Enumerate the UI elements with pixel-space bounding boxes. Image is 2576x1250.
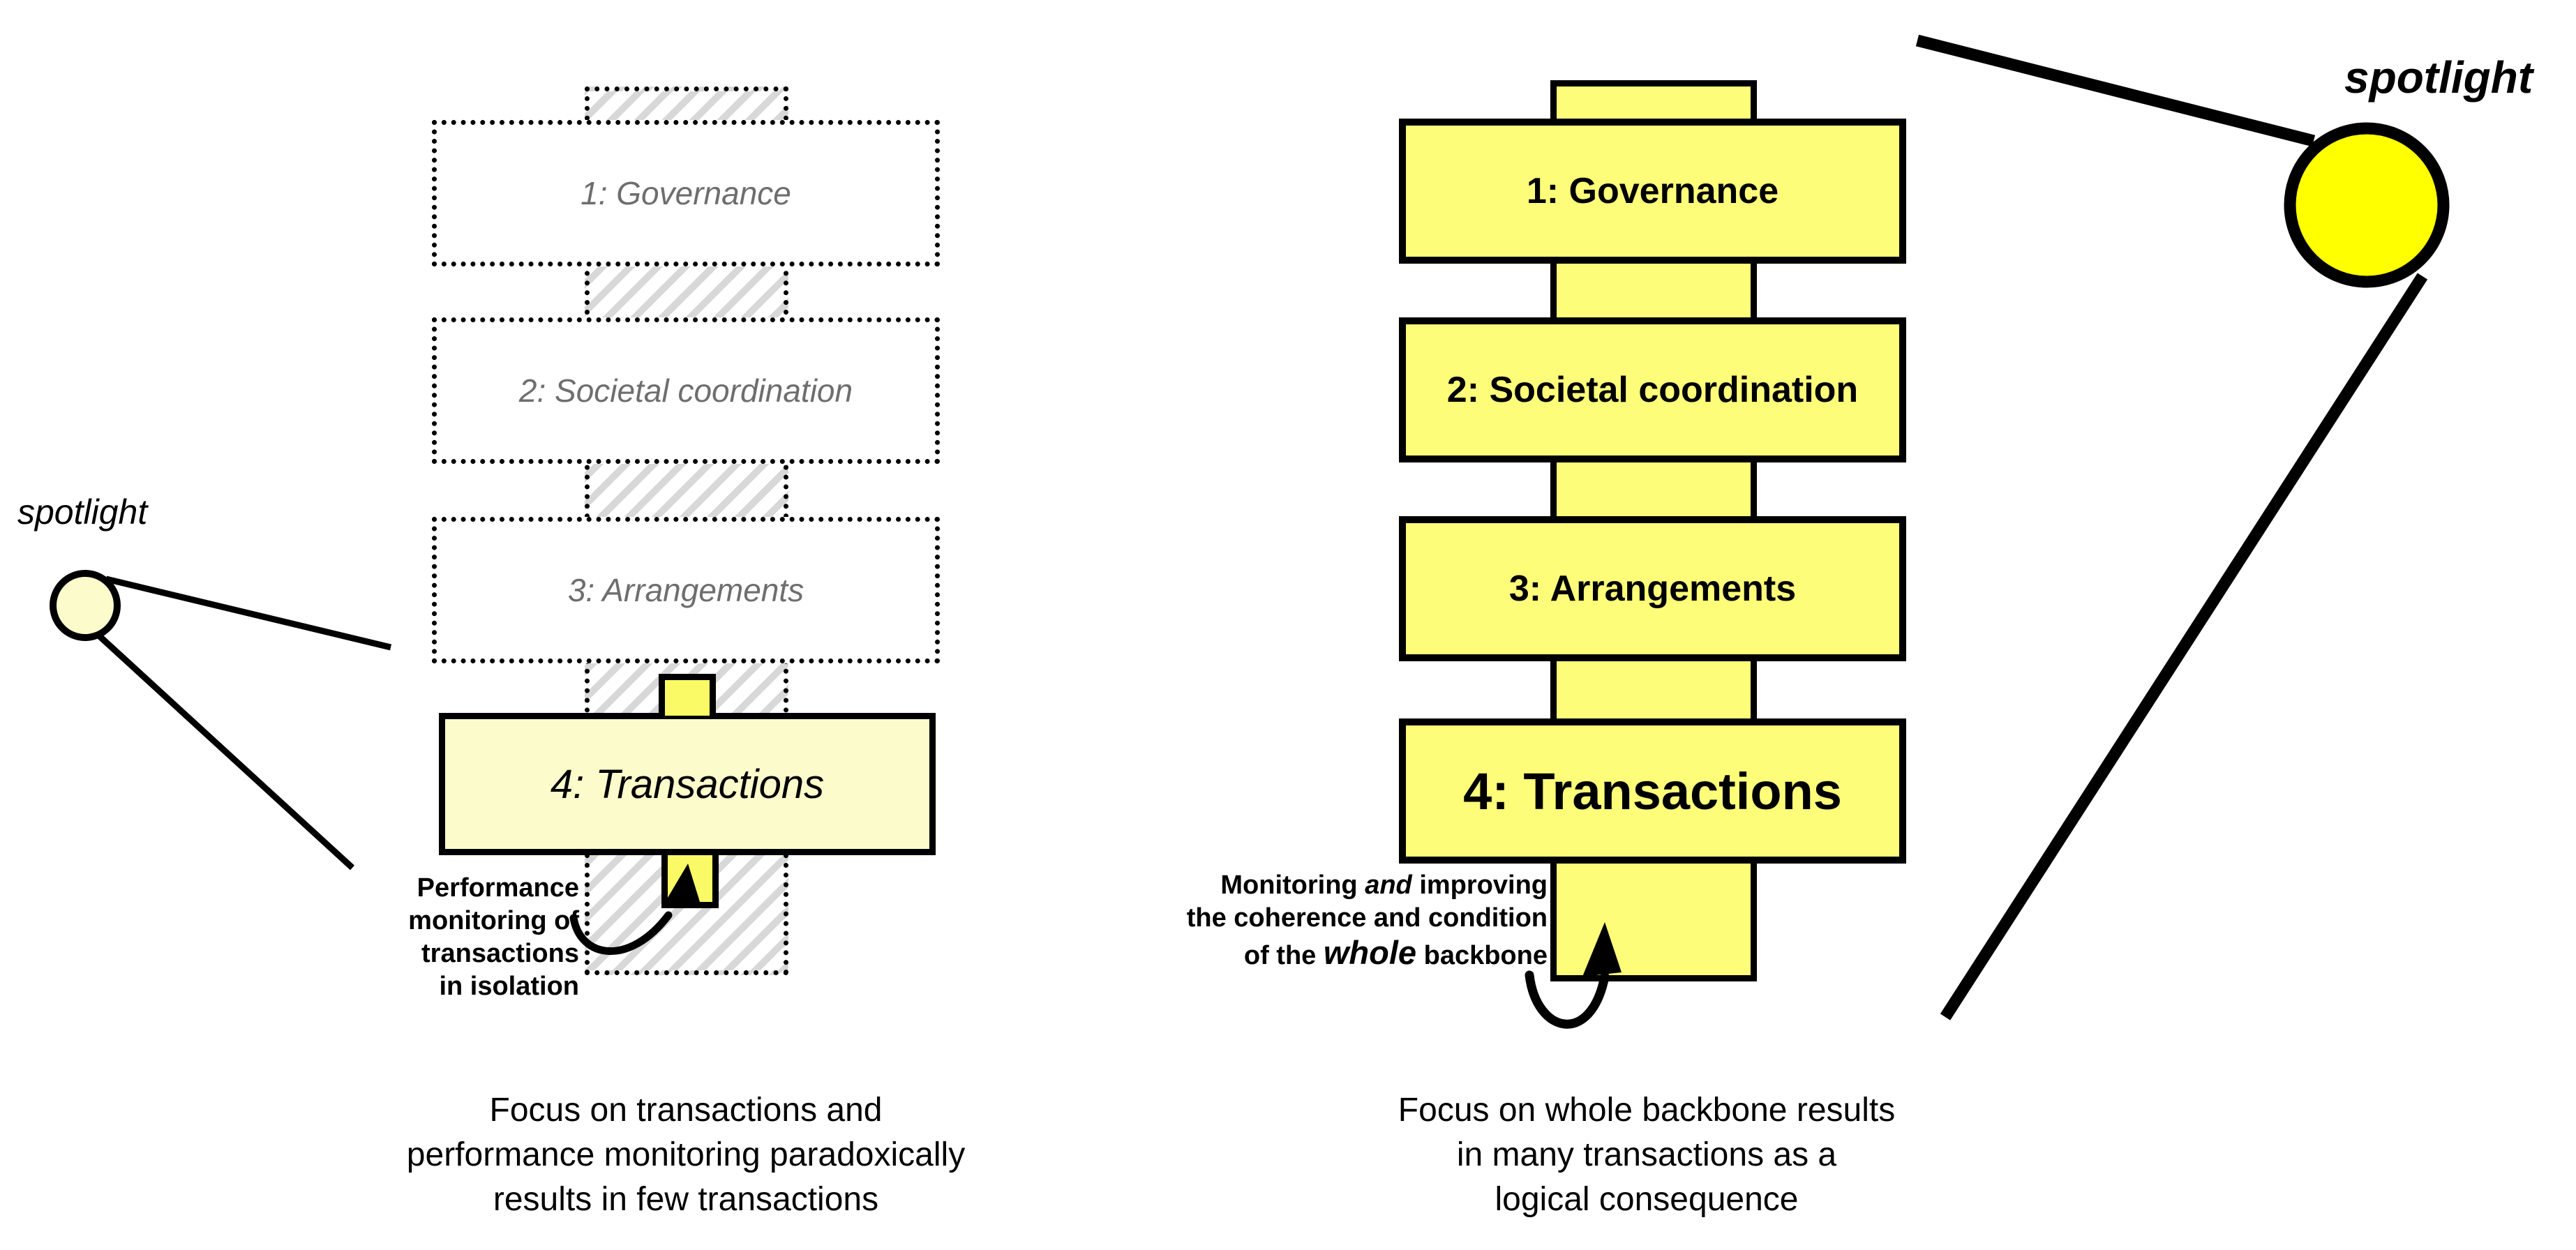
left-annotation-line: in isolation: [439, 972, 579, 1001]
right-box-governance-label: 1: Governance: [1526, 171, 1779, 211]
left-caption-line: performance monitoring paradoxically: [406, 1136, 966, 1173]
right-annotation-whole-italic: whole: [1323, 934, 1417, 971]
left-caption-line: results in few transactions: [493, 1181, 879, 1218]
left-caption-line: Focus on transactions and: [489, 1092, 883, 1129]
right-annotation-line: the coherence and condition: [1186, 903, 1548, 933]
right-annotation-text: Monitoring: [1220, 871, 1365, 900]
left-backbone-stub-above-transactions: [659, 674, 716, 716]
left-box-societal-coordination: 2: Societal coordination: [432, 317, 940, 464]
right-box-societal-coordination-label: 2: Societal coordination: [1446, 370, 1859, 410]
left-spotlight-beam-lower: [92, 629, 355, 871]
right-spotlight-label: spotlight: [2344, 52, 2533, 103]
left-caption: Focus on transactions and performance mo…: [337, 1088, 1035, 1222]
right-spotlight-beam-upper: [1915, 34, 2316, 147]
left-annotation-line: transactions: [421, 939, 579, 968]
right-annotation-text: backbone: [1416, 941, 1548, 970]
right-box-transactions: 4: Transactions: [1399, 718, 1906, 864]
right-caption: Focus on whole backbone results in many …: [1298, 1088, 1995, 1222]
left-box-arrangements: 3: Arrangements: [432, 517, 940, 663]
left-backbone-stub-below-transactions: [661, 855, 719, 908]
right-spotlight-beam-lower: [1940, 273, 2428, 1021]
left-box-transactions-label: 4: Transactions: [550, 761, 825, 807]
left-box-transactions: 4: Transactions: [439, 713, 936, 855]
right-annotation: Monitoring and improving the coherence a…: [1116, 869, 1548, 974]
right-caption-line: logical consequence: [1495, 1181, 1799, 1218]
left-box-governance-label: 1: Governance: [581, 175, 791, 211]
left-annotation-line: Performance: [417, 873, 579, 903]
right-annotation-text: of the: [1243, 941, 1324, 970]
left-spotlight-label: spotlight: [17, 492, 148, 532]
left-spotlight-beam-upper: [105, 575, 392, 651]
right-curved-arrow: [1525, 970, 1610, 1029]
right-box-arrangements: 3: Arrangements: [1399, 516, 1906, 661]
right-box-governance: 1: Governance: [1399, 119, 1906, 264]
right-box-societal-coordination: 2: Societal coordination: [1399, 317, 1906, 462]
right-annotation-line: of the whole backbone: [1116, 935, 1548, 974]
right-box-arrangements-label: 3: Arrangements: [1508, 568, 1797, 609]
right-annotation-text: improving: [1411, 871, 1548, 900]
right-annotation-line: Monitoring and improving: [1116, 869, 1548, 902]
right-caption-line: in many transactions as a: [1456, 1136, 1837, 1173]
left-spotlight-circle-icon: [50, 570, 121, 641]
right-caption-line: Focus on whole backbone results: [1398, 1092, 1896, 1129]
left-annotation-line: monitoring of: [408, 906, 579, 935]
left-annotation: Performance monitoring of transactions i…: [265, 872, 579, 1003]
right-annotation-and-italic: and: [1365, 871, 1412, 900]
left-box-arrangements-label: 3: Arrangements: [567, 572, 804, 608]
left-box-governance: 1: Governance: [432, 120, 940, 266]
right-spotlight-circle-icon: [2284, 122, 2450, 288]
left-box-societal-coordination-label: 2: Societal coordination: [518, 372, 853, 409]
right-box-transactions-label: 4: Transactions: [1463, 762, 1842, 820]
